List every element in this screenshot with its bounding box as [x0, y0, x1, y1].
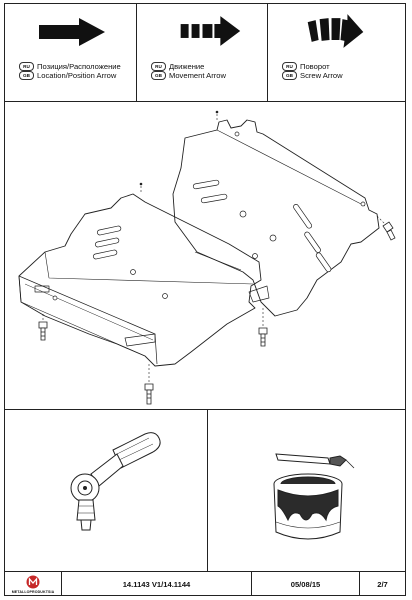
- rear-plate-outline: [172, 119, 380, 317]
- part-number: 14.1143 V1/14.1144: [61, 572, 251, 596]
- mounting-bolt-icon: [38, 321, 48, 341]
- legend-label-gb: Location/Position Arrow: [37, 71, 117, 81]
- lang-badge-ru: RU: [282, 62, 297, 72]
- lang-badge-gb: GB: [282, 71, 297, 81]
- revision-date: 05/08/15: [251, 572, 359, 596]
- brand-name: METALLOPRODUKTSIA: [11, 589, 55, 594]
- legend-label-ru: Поворот: [300, 62, 330, 71]
- tool-paint-panel: [207, 410, 405, 572]
- solid-arrow-icon: [39, 18, 105, 46]
- lang-badge-ru: RU: [19, 62, 34, 72]
- lang-badge-gb: GB: [151, 71, 166, 81]
- ratchet-wrench-icon: [70, 432, 161, 531]
- metalloprodukt-logo-icon: [26, 575, 40, 588]
- paint-can-brush-icon: [273, 453, 355, 540]
- legend-label-ru: Позиция/Расположение: [37, 62, 121, 71]
- screw-arrow-icon: [307, 14, 364, 48]
- mounting-bolt-icon: [382, 221, 396, 241]
- mounting-bolt-icon: [258, 327, 268, 347]
- skid-plate-illustration: [18, 110, 396, 405]
- dashed-arrow-icon: [180, 16, 241, 46]
- lang-badge-ru: RU: [151, 62, 166, 72]
- tool-ratchet-panel: [5, 410, 207, 572]
- page-number: 2/7: [359, 572, 405, 596]
- tools-row: [5, 410, 405, 572]
- lang-badge-gb: GB: [19, 71, 34, 81]
- mounting-bolt-icon: [144, 383, 154, 405]
- brand-block: METALLOPRODUKTSIA: [5, 572, 61, 596]
- legend-label-gb: Screw Arrow: [300, 71, 343, 81]
- legend-label-gb: Movement Arrow: [169, 71, 226, 81]
- legend-label-ru: Движение: [169, 62, 205, 71]
- front-plate-outline: [18, 193, 262, 367]
- title-block: METALLOPRODUKTSIA 14.1143 V1/14.1144 05/…: [5, 572, 405, 596]
- skid-plate-diagram: [5, 102, 405, 410]
